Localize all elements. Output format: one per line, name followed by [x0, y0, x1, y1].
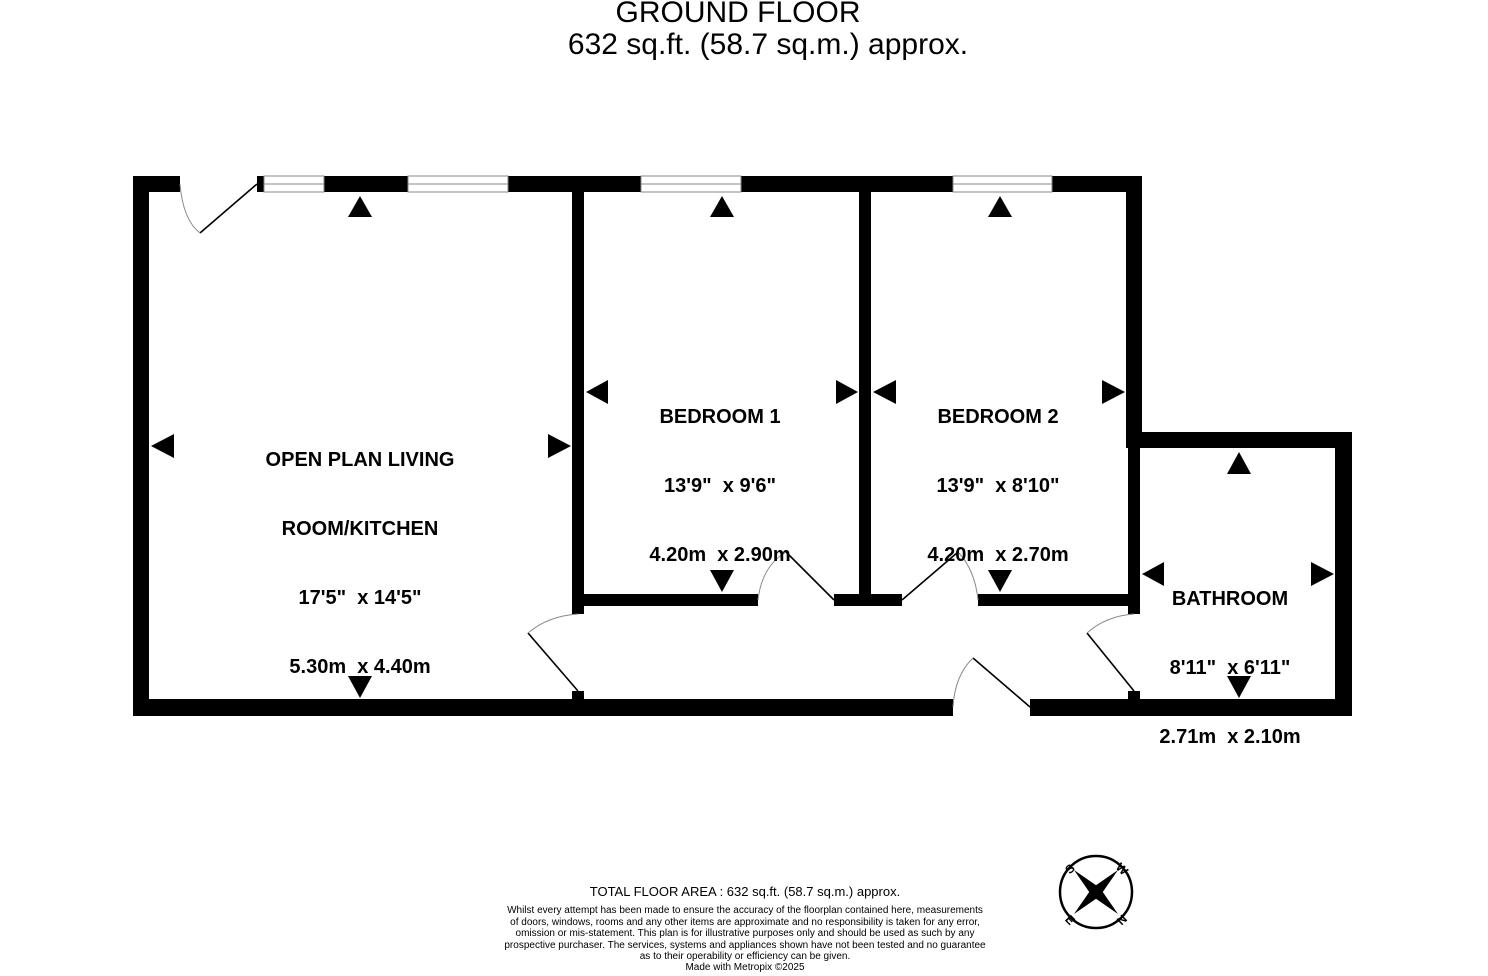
window-living-left [263, 175, 325, 193]
arrow-left-icon [151, 434, 174, 458]
room-name: BEDROOM 2 [937, 406, 1059, 428]
room-dims-metric: 5.30m x 4.40m [289, 656, 431, 678]
room-dims-imperial: 13'9" x 8'10" [936, 475, 1060, 497]
door-living-hall [527, 613, 579, 692]
total-floor-area: TOTAL FLOOR AREA : 632 sq.ft. (58.7 sq.m… [589, 884, 901, 899]
door-living-entrance [179, 183, 258, 234]
arrow-left-icon [873, 380, 896, 404]
arrow-down-icon [348, 676, 372, 698]
compass-label: E [1062, 912, 1078, 928]
disclaimer-line: omission or mis-statement. This plan is … [515, 928, 975, 940]
room-dims-metric: 4.20m x 2.70m [927, 544, 1069, 566]
room-name: ROOM/KITCHEN [281, 518, 439, 540]
disclaimer: Whilst every attempt has been made to en… [480, 905, 1010, 963]
arrow-up-icon [988, 196, 1012, 217]
arrow-right-icon [548, 434, 571, 458]
disclaimer-line: as to their operability or efficiency ca… [639, 951, 851, 963]
room-dims-metric: 2.71m x 2.10m [1159, 726, 1301, 748]
door-bedroom-1 [757, 551, 835, 601]
arrow-up-icon [348, 196, 372, 217]
walls [133, 176, 1352, 716]
compass-label: N [1114, 912, 1130, 928]
arrow-right-icon [836, 380, 858, 404]
compass-rose-icon: S W N E [1058, 854, 1134, 930]
door-bathroom [1086, 613, 1135, 692]
room-dims-imperial: 8'11" x 6'11" [1169, 657, 1291, 679]
arrow-left-icon [586, 380, 608, 404]
arrow-right-icon [1311, 562, 1334, 586]
room-name: BATHROOM [1171, 588, 1289, 610]
arrow-down-icon [1227, 676, 1251, 698]
door-front [952, 657, 1031, 708]
arrow-down-icon [710, 570, 734, 592]
room-label-living: OPEN PLAN LIVING ROOM/KITCHEN 17'5" x 14… [200, 403, 520, 702]
dimension-arrows [151, 196, 1334, 698]
room-dims-metric: 4.20m x 2.90m [649, 544, 791, 566]
arrow-up-icon [710, 196, 734, 217]
window-bedroom-1 [640, 175, 742, 193]
room-dims-imperial: 17'5" x 14'5" [298, 587, 422, 609]
arrow-right-icon [1102, 380, 1125, 404]
disclaimer-line: of doors, windows, rooms and any other i… [510, 916, 980, 928]
arrow-left-icon [1142, 562, 1164, 586]
disclaimer-line: prospective purchaser. The services, sys… [504, 939, 986, 951]
doors [179, 183, 1135, 708]
room-name: BEDROOM 1 [659, 406, 781, 428]
window-living-right [407, 175, 509, 193]
windows [263, 175, 1053, 193]
door-bedroom-2 [901, 551, 979, 601]
floor-title: GROUND FLOOR [615, 0, 861, 29]
room-dims-imperial: 13'9" x 9'6" [664, 475, 776, 497]
made-with-credit: Made with Metropix ©2025 [685, 962, 805, 973]
arrow-up-icon [1227, 452, 1251, 474]
window-bedroom-2 [952, 175, 1053, 193]
room-name: OPEN PLAN LIVING [265, 449, 455, 471]
arrow-down-icon [988, 570, 1012, 592]
floor-area-subtitle: 632 sq.ft. (58.7 sq.m.) approx. [567, 28, 969, 61]
disclaimer-line: Whilst every attempt has been made to en… [507, 905, 983, 916]
room-label-bedroom-1: BEDROOM 1 13'9" x 9'6" 4.20m x 2.90m [600, 360, 840, 590]
room-label-bedroom-2: BEDROOM 2 13'9" x 8'10" 4.20m x 2.70m [878, 360, 1118, 590]
room-label-bathroom: BATHROOM 8'11" x 6'11" 2.71m x 2.10m [1140, 542, 1320, 772]
